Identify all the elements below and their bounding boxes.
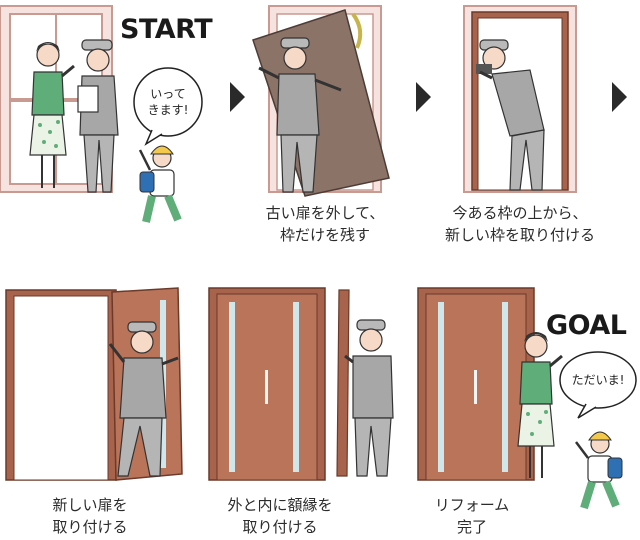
step-arrow-1 xyxy=(230,82,245,112)
step-4-line2: 取り付ける xyxy=(242,518,318,536)
step-arrow-3 xyxy=(612,82,627,112)
step-1-line2: 枠だけを残す xyxy=(279,226,370,244)
step-2-line2: 新しい枠を取り付ける xyxy=(444,226,595,244)
panel-step-3 xyxy=(0,286,200,486)
step-3-caption: 新しい扉を 取り付ける xyxy=(20,494,160,538)
step-arrow-2 xyxy=(416,82,431,112)
panel-step-2 xyxy=(440,0,600,200)
step-5-line1: リフォーム xyxy=(434,496,510,514)
step-1-caption: 古い扉を外して、 枠だけを残す xyxy=(240,202,410,246)
goal-label: GOAL xyxy=(546,310,627,341)
step-4-caption: 外と内に額縁を 取り付ける xyxy=(200,494,360,538)
panel-start xyxy=(0,0,225,240)
step-3-line2: 取り付ける xyxy=(52,518,128,536)
step-3-line1: 新しい扉を xyxy=(52,496,128,514)
start-bubble-line1: いって xyxy=(150,87,186,101)
start-bubble-text: いって きます! xyxy=(140,86,196,118)
start-label: START xyxy=(120,14,213,45)
panel-step-4 xyxy=(205,286,405,486)
panel-step-1 xyxy=(245,0,405,200)
step-5-line2: 完了 xyxy=(456,518,487,536)
start-bubble-line2: きます! xyxy=(147,103,189,117)
step-2-caption: 今ある枠の上から、 新しい枠を取り付ける xyxy=(420,202,620,246)
goal-bubble-text: ただいま! xyxy=(571,373,625,387)
step-5-caption: リフォーム 完了 xyxy=(402,494,542,538)
panel-goal xyxy=(412,286,640,536)
step-1-line1: 古い扉を外して、 xyxy=(265,204,385,222)
step-4-line1: 外と内に額縁を xyxy=(227,496,333,514)
step-2-line1: 今ある枠の上から、 xyxy=(452,204,588,222)
